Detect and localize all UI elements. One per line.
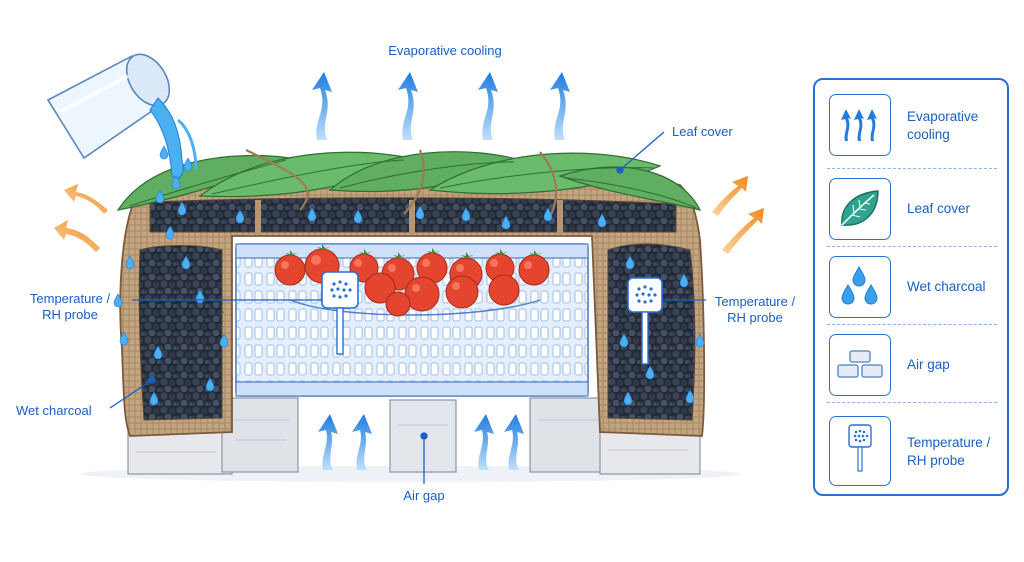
- water-jug: [46, 53, 198, 179]
- legend-item-temperature-probe: Temperature / RH probe: [815, 406, 1007, 486]
- legend-label-evaporative-line1: Evaporative: [907, 109, 979, 124]
- concrete-blocks: [127, 397, 701, 475]
- legend-divider: [827, 246, 997, 247]
- charcoal-right: [607, 243, 696, 421]
- leaf-cover: [116, 149, 702, 221]
- legend-divider: [827, 168, 997, 169]
- temperature-probe-left: [321, 271, 359, 355]
- concrete-blocks-icon: [829, 334, 891, 396]
- temperature-probe-right: [627, 277, 663, 365]
- label-temp-probe-left: Temperature / RH probe: [14, 291, 126, 323]
- label-air-gap: Air gap: [403, 488, 445, 503]
- legend-item-evaporative-cooling: Evaporative cooling: [815, 88, 1007, 162]
- leaf-icon: [829, 178, 891, 240]
- label-temp-probe-left-line2: RH probe: [42, 307, 98, 322]
- legend-label-probe-line1: Temperature /: [907, 435, 991, 450]
- legend-label-wet-charcoal: Wet charcoal: [907, 279, 986, 294]
- legend-divider: [827, 324, 997, 325]
- label-leaf-cover: Leaf cover: [672, 124, 733, 139]
- legend-panel: Evaporative cooling Leaf cover: [813, 78, 1009, 496]
- label-temp-probe-right-line1: Temperature /: [714, 294, 796, 309]
- water-drops-icon: [829, 256, 891, 318]
- charcoal-left: [138, 245, 223, 421]
- label-temp-probe-left-line1: Temperature /: [29, 291, 111, 306]
- warm-air-arrows: [54, 176, 764, 254]
- label-evaporative-cooling: Evaporative cooling: [388, 43, 502, 58]
- legend-item-air-gap: Air gap: [815, 328, 1007, 402]
- legend-label-probe-line2: RH probe: [907, 453, 965, 468]
- leader-lines: [109, 131, 706, 484]
- charcoal-top: [149, 197, 677, 234]
- sensor-probe-icon: [829, 416, 891, 486]
- evaporation-arrows-icon: [829, 94, 891, 156]
- label-wet-charcoal: Wet charcoal: [16, 403, 92, 418]
- label-temp-probe-right-line2: RH probe: [727, 310, 783, 325]
- legend-divider: [827, 402, 997, 403]
- cooler-cross-section: [46, 53, 764, 484]
- air-gap-arrows: [318, 414, 524, 470]
- label-temp-probe-right: Temperature / RH probe: [706, 294, 804, 326]
- evaporative-cooling-arrows: [312, 72, 570, 140]
- legend-label-evaporative-line2: cooling: [907, 127, 950, 142]
- legend-item-wet-charcoal: Wet charcoal: [815, 250, 1007, 324]
- legend-label-leaf-cover: Leaf cover: [907, 201, 971, 216]
- tomatoes: [274, 244, 550, 317]
- legend-item-leaf-cover: Leaf cover: [815, 172, 1007, 246]
- legend-label-air-gap: Air gap: [907, 357, 950, 372]
